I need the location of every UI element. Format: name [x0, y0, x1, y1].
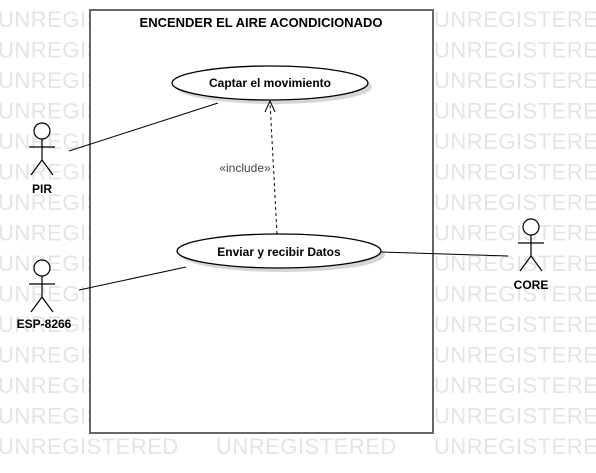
- watermark-text: UNREGISTERED: [434, 221, 596, 246]
- actor-esp-label: ESP-8266: [17, 317, 72, 331]
- include-arrowhead: [264, 99, 276, 113]
- actor-core-head: [522, 218, 540, 236]
- watermark-text: UNREGISTERED: [434, 373, 596, 398]
- watermark-text: UNREGISTERED: [434, 190, 596, 215]
- use-case-enviar[interactable]: Enviar y recibir Datos: [176, 233, 385, 272]
- actor-core[interactable]: CORE: [514, 218, 549, 292]
- use-case-captar-label: Captar el movimiento: [209, 76, 331, 90]
- include-arrow-line: [269, 101, 278, 235]
- watermark-text: UNREGISTERED: [434, 434, 596, 459]
- actor-pir-leg-left: [30, 159, 43, 176]
- actor-esp-head: [33, 259, 51, 277]
- watermark-text: UNREGISTERED: [434, 404, 596, 429]
- watermark-text: UNREGISTERED: [434, 68, 596, 93]
- actor-pir-leg-right: [41, 159, 54, 176]
- actor-pir-head: [33, 122, 51, 140]
- actor-pir[interactable]: PIR: [29, 122, 55, 196]
- watermark-text: UNREGISTERED: [434, 99, 596, 124]
- watermark-text: UNREGISTERED: [434, 129, 596, 154]
- use-case-enviar-ellipse: [176, 233, 382, 269]
- actor-esp-leg-left: [30, 296, 43, 313]
- actor-esp8266[interactable]: ESP-8266: [17, 259, 72, 331]
- include-label: «include»: [219, 161, 271, 175]
- system-title: ENCENDER EL AIRE ACONDICIONADO: [140, 15, 383, 30]
- watermark-text: UNREGISTERED: [434, 282, 596, 307]
- actor-pir-label: PIR: [32, 182, 52, 196]
- watermark-text: UNREGISTERED: [434, 7, 596, 32]
- watermark-text: UNREGISTERED: [434, 38, 596, 63]
- watermark-text: UNREGISTERED: [434, 312, 596, 337]
- association-core-enviar: [380, 251, 509, 257]
- watermark-text: UNREGISTERED: [434, 343, 596, 368]
- watermark-text: UNREGISTERED: [0, 434, 179, 459]
- actor-core-leg-left: [519, 255, 532, 272]
- actor-core-label: CORE: [514, 278, 549, 292]
- use-case-captar[interactable]: Captar el movimiento: [171, 65, 372, 104]
- actor-esp-leg-right: [41, 296, 54, 313]
- actor-core-leg-right: [530, 255, 543, 272]
- watermark-text: UNREGISTERED: [434, 160, 596, 185]
- association-esp-enviar: [78, 266, 187, 291]
- association-pir-captar: [68, 102, 219, 152]
- watermark-text: UNREGISTERED: [216, 434, 397, 459]
- use-case-enviar-label: Enviar y recibir Datos: [217, 245, 341, 259]
- watermark-text: UNREGISTERED: [434, 251, 596, 276]
